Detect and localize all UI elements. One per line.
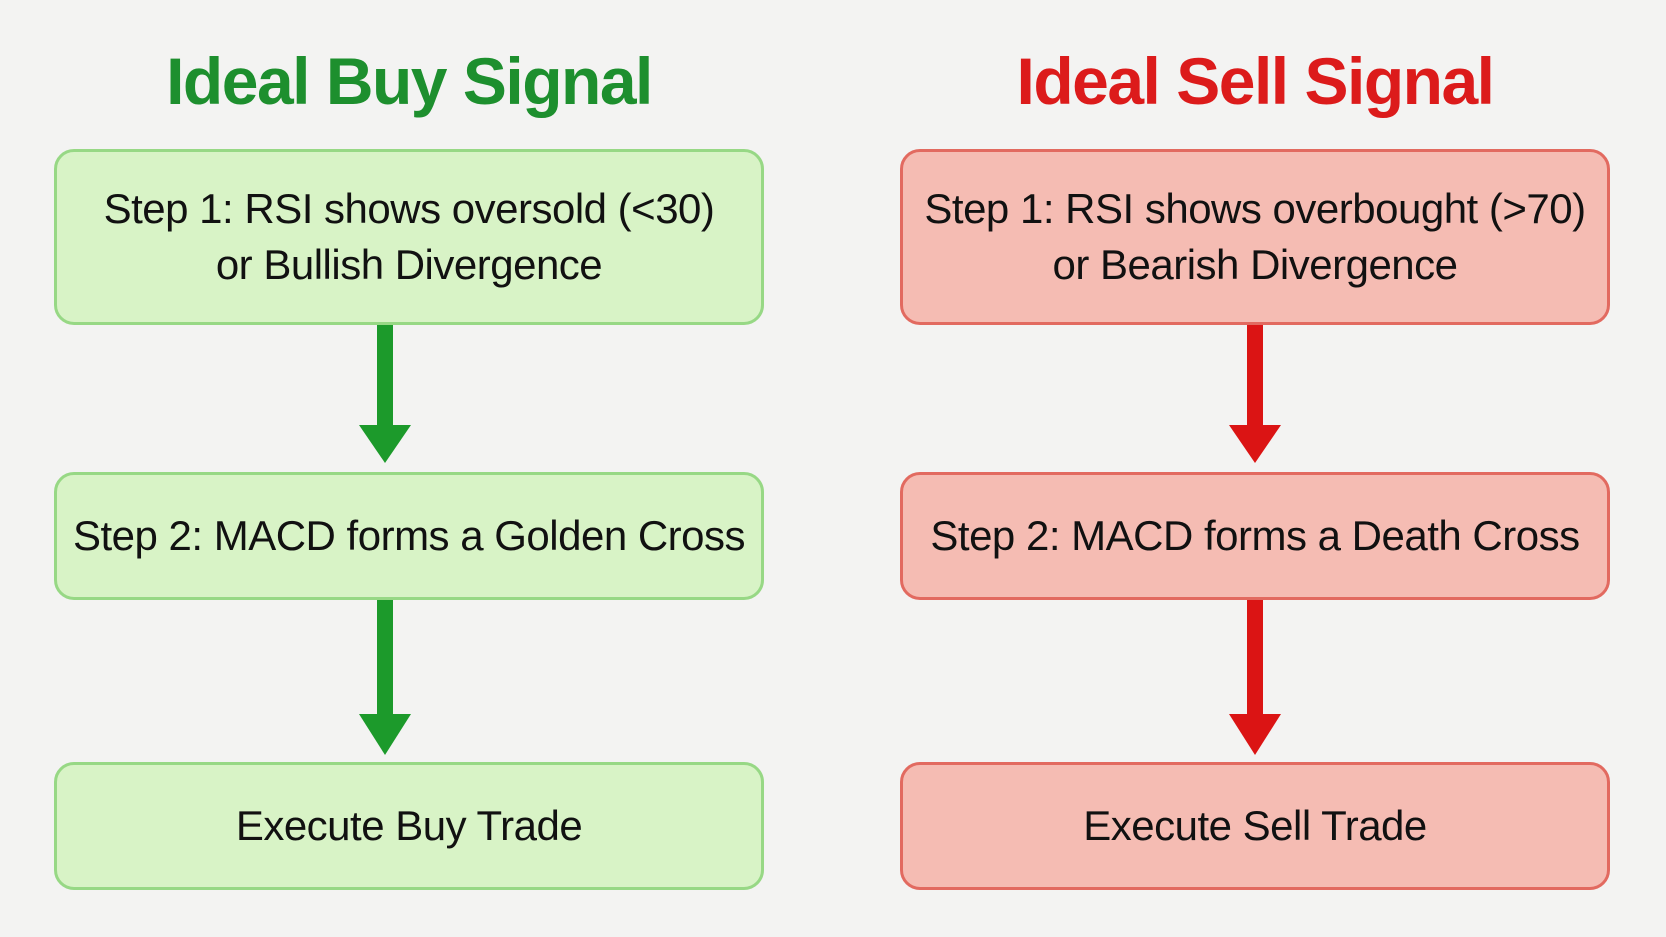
sell-step-1-box: Step 1: RSI shows overbought (>70) or Be… [900, 149, 1610, 325]
sell-arrow-down-icon [1229, 325, 1281, 463]
buy-step-2-text: Step 2: MACD forms a Golden Cross [72, 512, 746, 559]
buy-execute-box: Execute Buy Trade [54, 762, 764, 890]
buy-step-1-text: Step 1: RSI shows oversold (<30) or Bull… [104, 181, 715, 293]
sell-signal-title: Ideal Sell Signal [1016, 44, 1495, 118]
sell-step-2-text: Step 2: MACD forms a Death Cross [930, 512, 1580, 559]
buy-arrow-down-icon [359, 600, 411, 755]
buy-signal-flow: Ideal Buy Signal Step 1: RSI shows overs… [54, 0, 764, 937]
sell-signal-flow: Ideal Sell Signal Step 1: RSI shows over… [900, 0, 1610, 937]
sell-step-1-line-1: Step 1: RSI shows overbought (>70) [924, 185, 1586, 232]
buy-signal-title: Ideal Buy Signal [166, 44, 653, 118]
sell-step-1-line-2: or Bearish Divergence [1052, 241, 1458, 288]
buy-step-1-line-2: or Bullish Divergence [215, 241, 603, 288]
buy-step-1-line-1: Step 1: RSI shows oversold (<30) [103, 185, 715, 232]
sell-step-1-text: Step 1: RSI shows overbought (>70) or Be… [924, 181, 1586, 293]
buy-step-2-box: Step 2: MACD forms a Golden Cross [54, 472, 764, 600]
buy-arrow-down-icon [359, 325, 411, 463]
sell-arrow-down-icon [1229, 600, 1281, 755]
sell-execute-text: Execute Sell Trade [1083, 802, 1427, 849]
buy-execute-text: Execute Buy Trade [235, 802, 583, 849]
buy-step-1-box: Step 1: RSI shows oversold (<30) or Bull… [54, 149, 764, 325]
sell-execute-box: Execute Sell Trade [900, 762, 1610, 890]
sell-step-2-box: Step 2: MACD forms a Death Cross [900, 472, 1610, 600]
